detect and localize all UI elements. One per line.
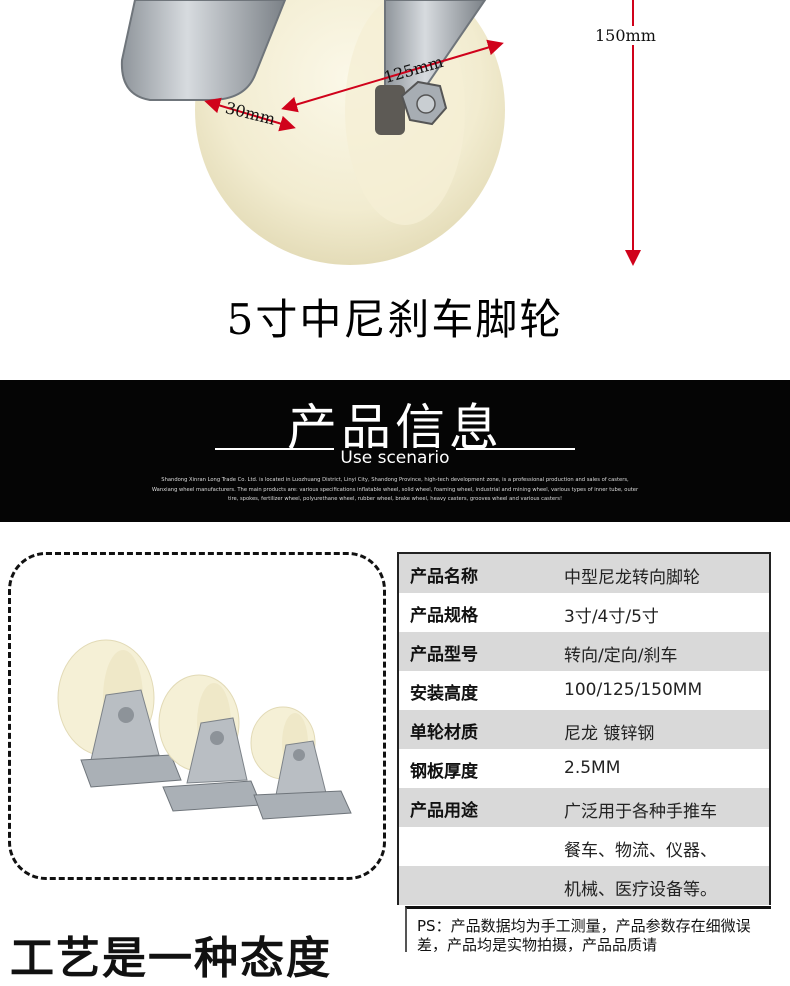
product-photo-frame — [8, 552, 386, 880]
diameter-dimension-arrow — [281, 39, 504, 113]
spec-value: 转向/定向/刹车 — [564, 646, 678, 666]
spec-label: 产品用途 — [410, 801, 478, 821]
caster-wheel-illustration — [120, 0, 641, 266]
spec-value: 3寸/4寸/5寸 — [564, 607, 659, 627]
product-hero: 150mm 125mm 30mm 5寸中尼刹车脚轮 — [0, 0, 790, 380]
spec-value: 尼龙 镀锌钢 — [564, 724, 655, 744]
spec-label: 钢板厚度 — [410, 762, 478, 782]
spec-row: 单轮材质 尼龙 镀锌钢 — [399, 710, 769, 749]
spec-value: 机械、医疗设备等。 — [564, 880, 717, 900]
spec-value: 2.5MM — [564, 758, 621, 778]
spec-table: 产品名称 中型尼龙转向脚轮 产品规格 3寸/4寸/5寸 产品型号 转向/定向/刹… — [397, 552, 771, 905]
ps-note: PS：产品数据均为手工测量，产品参数存在细微误差，产品均是实物拍摄，产品品质请 — [405, 906, 771, 954]
spec-label: 产品名称 — [410, 567, 478, 587]
spec-row: 钢板厚度 2.5MM — [399, 749, 769, 788]
spec-value: 100/125/150MM — [564, 680, 703, 700]
spec-value: 餐车、物流、仪器、 — [564, 841, 717, 861]
spec-label: 单轮材质 — [410, 723, 478, 743]
spec-row: 安装高度 100/125/150MM — [399, 671, 769, 710]
spec-row: 机械、医疗设备等。 — [399, 866, 769, 905]
spec-label: 产品型号 — [410, 645, 478, 665]
bottom-heading: 工艺是一种态度 — [10, 933, 332, 984]
spec-row: 餐车、物流、仪器、 — [399, 827, 769, 866]
banner-description: Shandong Xinran Long Trade Co. Ltd. is l… — [151, 477, 639, 502]
product-title: 5寸中尼刹车脚轮 — [226, 295, 564, 344]
spec-label: 产品规格 — [410, 606, 478, 626]
spec-row: 产品规格 3寸/4寸/5寸 — [399, 593, 769, 632]
spec-row: 产品名称 中型尼龙转向脚轮 — [399, 554, 769, 593]
spec-value: 广泛用于各种手推车 — [564, 802, 717, 822]
three-casters-photo — [57, 639, 352, 820]
product-info-banner: 产品信息 Use scenario Shandong Xinran Long T… — [0, 380, 790, 522]
banner-title: 产品信息 — [287, 399, 503, 457]
spec-row: 产品型号 转向/定向/刹车 — [399, 632, 769, 671]
spec-label: 安装高度 — [410, 684, 478, 704]
height-dimension-label: 150mm — [593, 26, 658, 45]
spec-row: 产品用途 广泛用于各种手推车 — [399, 788, 769, 827]
banner-subtitle: Use scenario — [334, 448, 456, 468]
width-dimension-arrow — [204, 97, 296, 132]
banner-subtitle-wrap: Use scenario — [0, 448, 790, 468]
spec-value: 中型尼龙转向脚轮 — [564, 568, 700, 588]
